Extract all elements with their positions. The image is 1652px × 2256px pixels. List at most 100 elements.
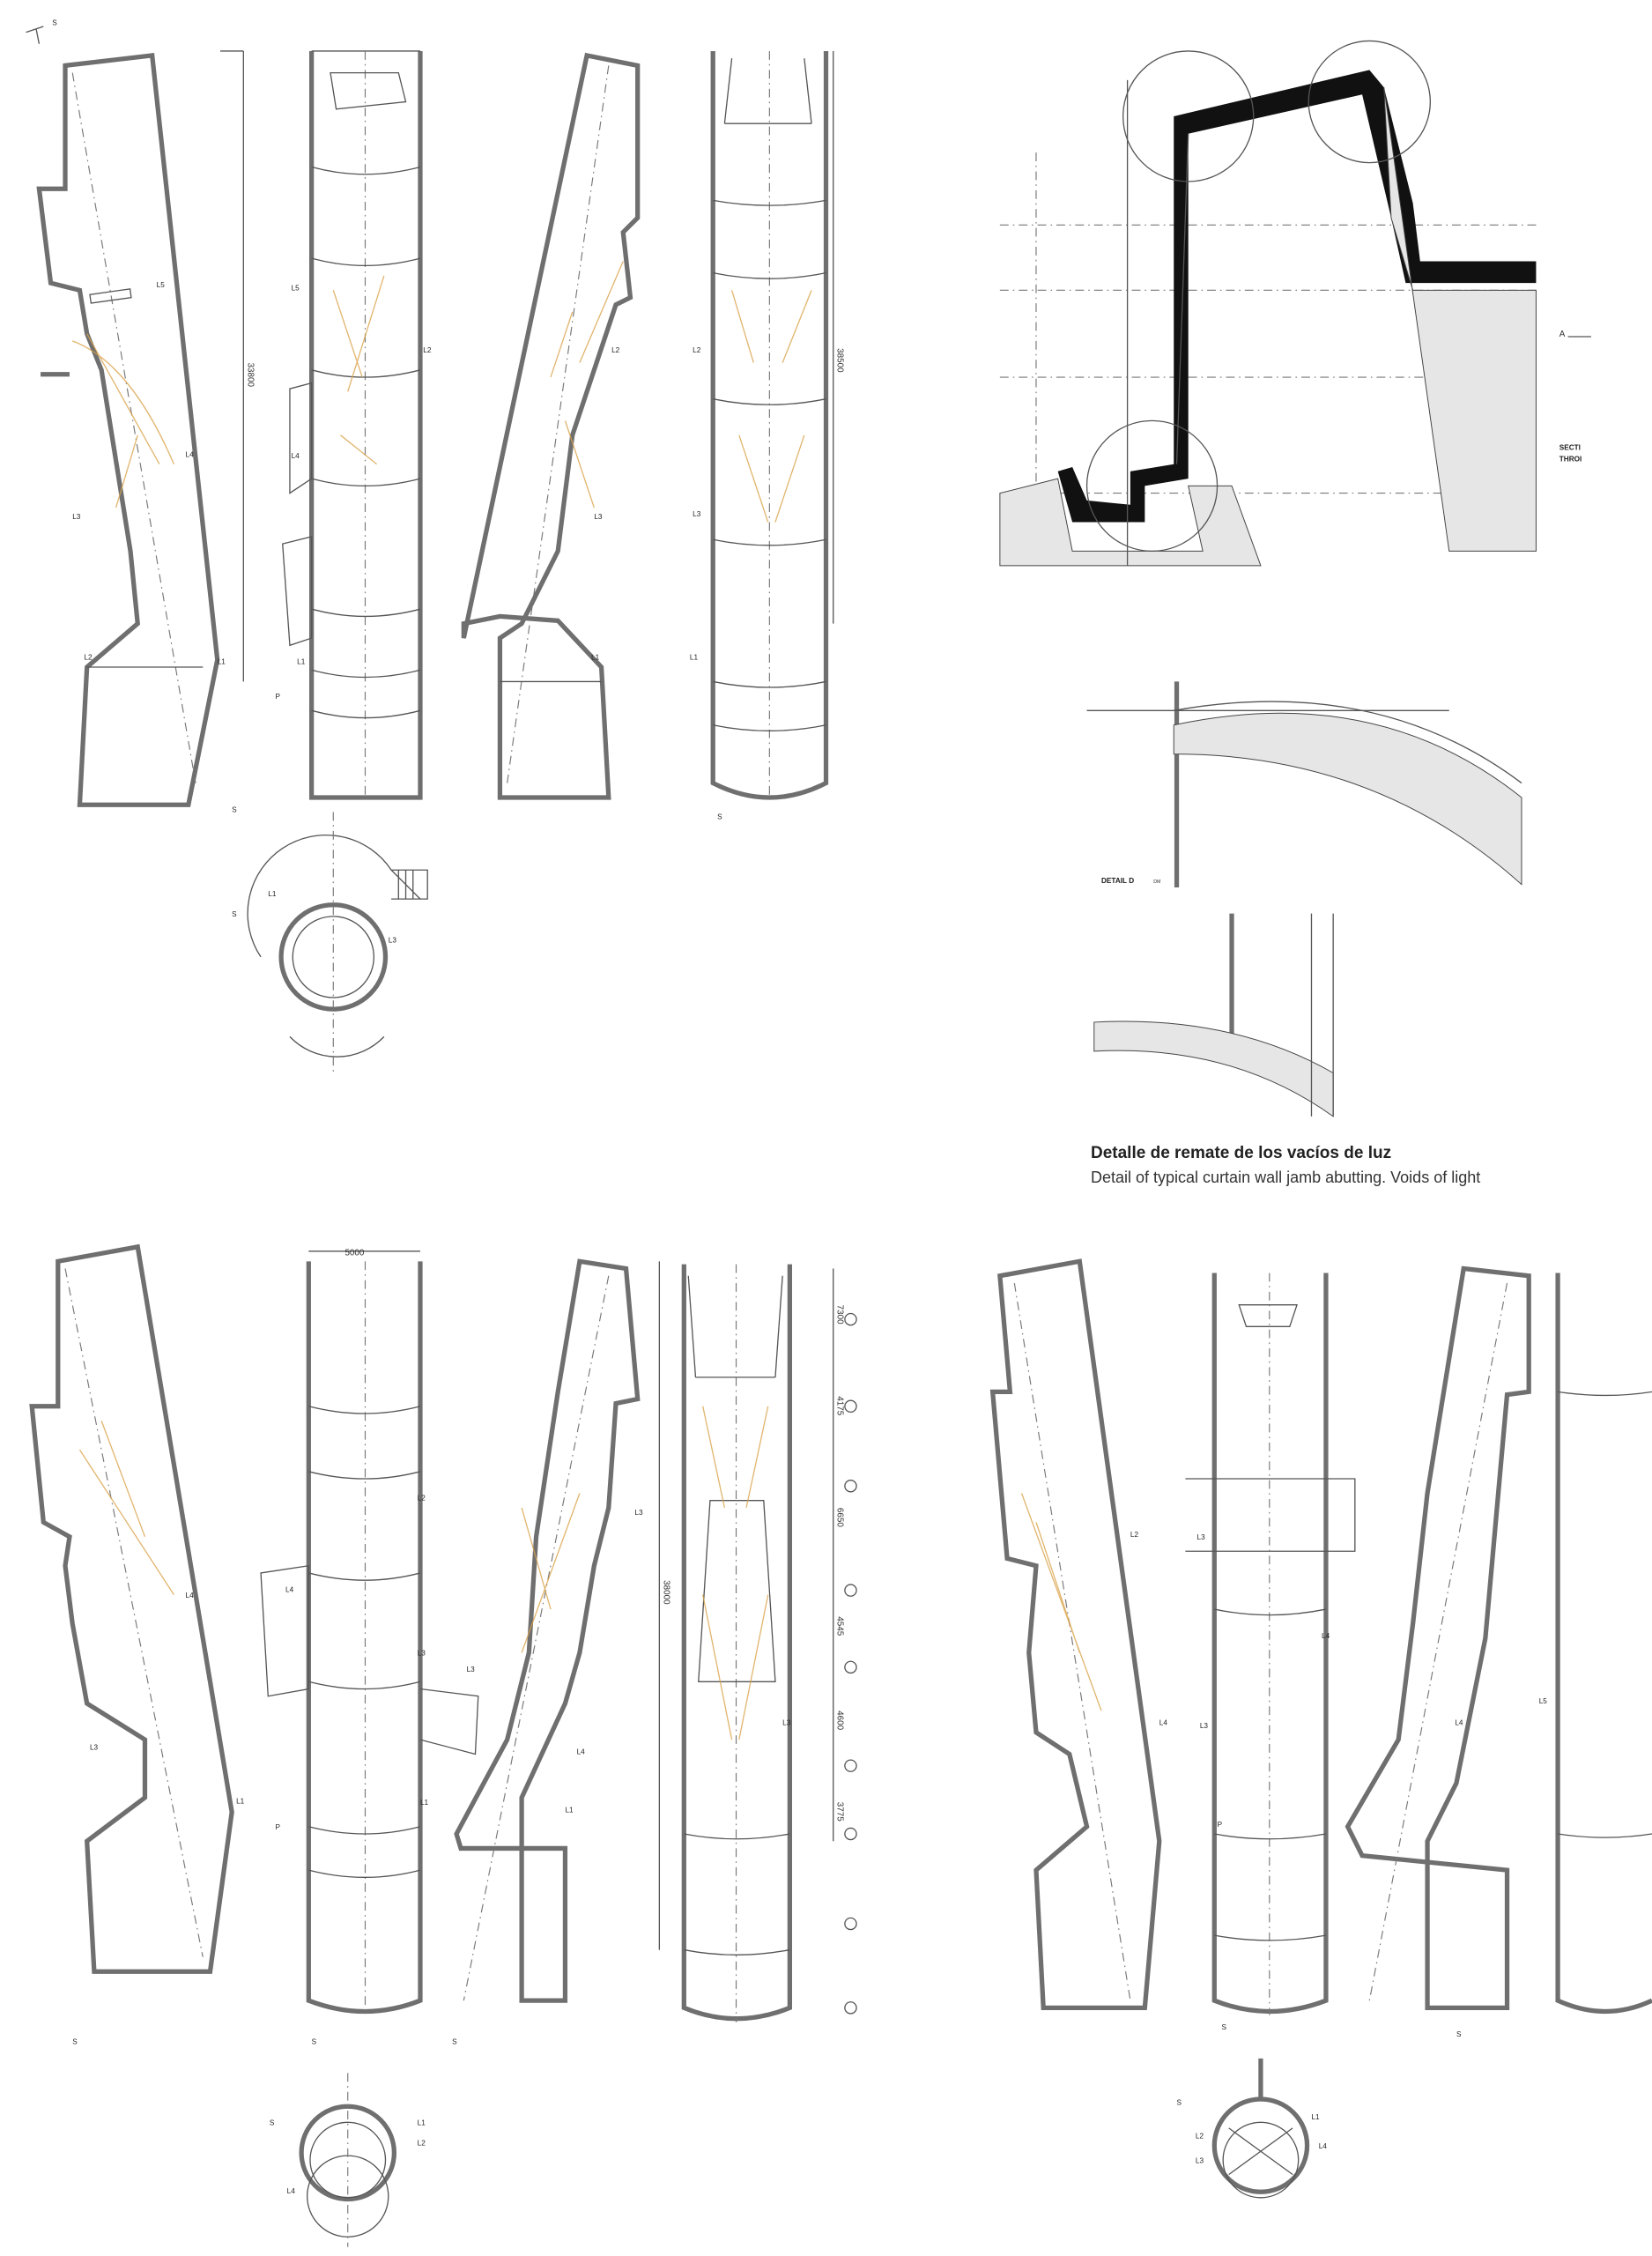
light-label: L2 <box>84 654 93 662</box>
tube-bottom-8: L5 <box>1539 1273 1652 2014</box>
light-label: L3 <box>1200 1722 1209 1730</box>
section-marker: A <box>1559 330 1566 339</box>
light-label: L4 <box>285 1585 294 1593</box>
floor-arcs <box>713 58 826 731</box>
level-label: P <box>276 1823 281 1831</box>
plan-inner-ring <box>309 2121 387 2199</box>
plan-inner-ring <box>292 916 374 998</box>
light-label: L1 <box>268 890 277 898</box>
detail-callout-circle <box>1085 419 1219 553</box>
light-label: L4 <box>186 1592 195 1599</box>
section-bottom-1: L4 L3 L1 S <box>29 1243 245 2045</box>
section-label: S <box>717 813 722 821</box>
side-openings <box>282 382 313 647</box>
section-wall <box>989 1258 1162 2010</box>
light-label: L4 <box>1319 2142 1328 2150</box>
plan-inner-ring <box>1222 2121 1300 2199</box>
light-rays <box>702 1406 769 1740</box>
light-label: L2 <box>1196 2132 1204 2140</box>
section-top-1: S L5 L4 L3 L2 L1 33800 S <box>26 19 255 813</box>
light-label: L3 <box>634 1509 643 1517</box>
ground-fill <box>999 478 1262 567</box>
section-title-line-1: SECTI <box>1559 443 1581 451</box>
level-marker-icon <box>844 1759 857 1772</box>
light-label: L3 <box>389 936 397 944</box>
level-marker-icon <box>844 1480 857 1493</box>
light-label: L4 <box>577 1748 586 1756</box>
plan-lower-arc <box>289 1035 385 1058</box>
detail-callout-circle <box>1122 50 1255 182</box>
side-openings <box>260 1564 479 1755</box>
tube-wall <box>1211 1273 1329 2015</box>
axis-line <box>507 65 610 783</box>
section-wall <box>29 1243 234 1974</box>
plan-top: L1 L3 S <box>232 812 428 1073</box>
plan-stair-enclosure <box>247 834 428 958</box>
plan-cross-lines <box>1228 2127 1293 2176</box>
light-fixture <box>89 288 132 304</box>
level-dimension: 4600 <box>835 1711 845 1730</box>
light-label: L1 <box>565 1806 574 1814</box>
light-label: L4 <box>1322 1632 1330 1640</box>
light-label: L2 <box>418 1495 426 1503</box>
light-rays <box>1020 1493 1102 1711</box>
level-dimension: 6650 <box>835 1508 845 1527</box>
light-label: L4 <box>1159 1719 1168 1727</box>
detail-d-scale: DM <box>1153 879 1160 885</box>
skylight <box>330 71 407 110</box>
caption-title: Detalle de remate de los vacíos de luz <box>1091 1144 1392 1162</box>
light-label: L2 <box>693 346 701 354</box>
light-rays <box>730 290 812 523</box>
tube-bottom-6: L3 L4 L3 <box>1185 1273 1356 2015</box>
detail-callout-circle <box>1308 40 1432 164</box>
section-label: S <box>72 2037 78 2045</box>
section-bottom-5: L2 L4 P S <box>989 1258 1227 2031</box>
section-label: S <box>52 19 57 26</box>
level-dimensions: 7300 4175 6650 4545 4600 3775 <box>833 1268 857 2015</box>
tube-bottom-2: 5000 L4 L2 L3 L1 P S <box>260 1249 479 2045</box>
light-rays <box>72 333 174 508</box>
section-wall <box>454 1258 641 2003</box>
section-cut-marker <box>26 26 44 44</box>
light-label: L1 <box>297 658 306 666</box>
section-wall <box>461 52 641 800</box>
level-markers <box>844 1312 857 2015</box>
level-marker-icon <box>844 2001 857 2015</box>
light-label: L5 <box>292 284 300 292</box>
section-label: S <box>452 2037 457 2045</box>
level-marker-icon <box>844 1399 857 1414</box>
height-dimension: 33800 <box>245 363 255 388</box>
light-label: L1 <box>1311 2113 1320 2121</box>
light-label: L4 <box>287 2187 296 2195</box>
light-label: L3 <box>693 510 701 518</box>
level-marker-icon <box>844 1312 857 1326</box>
axis-line <box>71 72 196 783</box>
light-label: L2 <box>423 346 432 354</box>
light-label: L1 <box>690 654 699 662</box>
detail-shell <box>1173 712 1522 886</box>
tube-wall <box>710 50 829 800</box>
light-label: L4 <box>1455 1719 1463 1727</box>
level-marker-icon <box>844 1660 857 1674</box>
light-rays <box>550 261 624 508</box>
detail-jamb <box>1093 913 1334 1117</box>
level-label: P <box>276 693 281 701</box>
light-label: L4 <box>292 452 300 460</box>
tube-top-2: L5 L2 L4 L1 P <box>276 50 432 800</box>
light-label: L1 <box>420 1799 429 1807</box>
height-dimension: 38500 <box>835 348 845 373</box>
plan-bottom-right: L1 L2 L3 L4 S <box>1177 2058 1328 2199</box>
section-label: S <box>1222 2023 1227 2031</box>
tube-wall <box>1555 1273 1652 2014</box>
structure-profile <box>1057 70 1537 523</box>
section-label: S <box>1456 2030 1462 2038</box>
width-dimension: 5000 <box>344 1249 364 1258</box>
section-label: S <box>312 2037 317 2045</box>
section-bottom-7: L4 S <box>1345 1265 1531 2038</box>
light-label: L4 <box>186 450 195 458</box>
light-label: L3 <box>90 1744 99 1752</box>
section-title-line-2: THROI <box>1559 455 1582 463</box>
section-label: S <box>270 2119 275 2127</box>
light-label: L1 <box>236 1797 245 1805</box>
